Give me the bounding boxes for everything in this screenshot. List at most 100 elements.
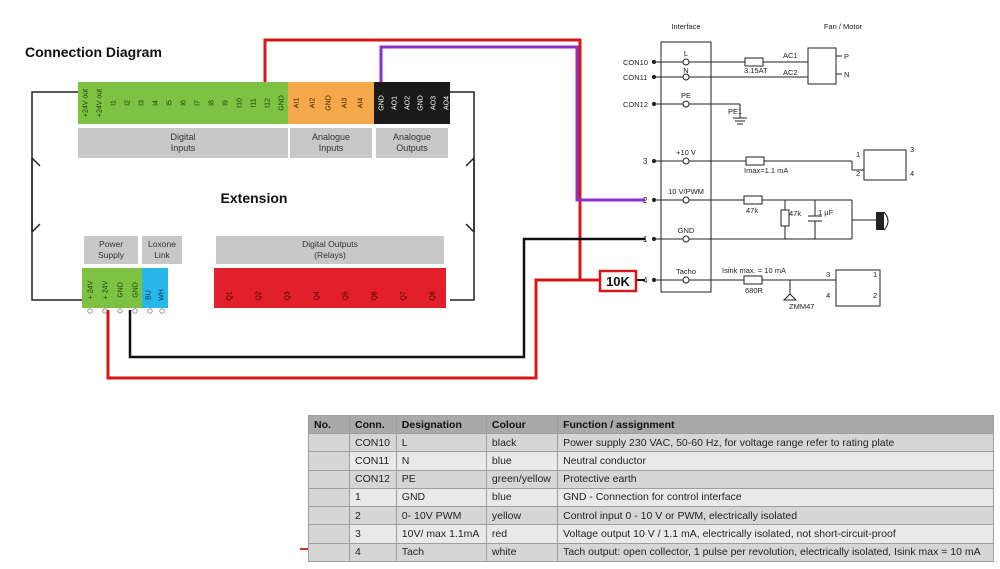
purple-wire-pwm [379, 45, 645, 202]
cell-no [308, 524, 350, 544]
cell-colour: green/yellow [485, 469, 559, 489]
analogue-outputs-label-1: Analogue [393, 132, 431, 142]
terminal-label: I1 [111, 100, 118, 106]
cell-designation: 0- 10V PWM [395, 506, 487, 526]
cell-conn: 2 [349, 506, 397, 526]
cell-designation: PE [395, 469, 487, 489]
interface-header: Interface [671, 22, 700, 31]
header-colour: Colour [485, 415, 559, 434]
terminal-label: AO4 [444, 96, 451, 110]
pin-2: 2 [643, 196, 648, 205]
terminal-label: Q2 [256, 291, 263, 300]
analogue-outputs-label-box [376, 128, 448, 158]
terminal-label: I11 [251, 98, 258, 107]
opto1-pin-1: 1 [856, 150, 860, 159]
opto1-pin-2: 2 [856, 169, 860, 178]
mains-wiring [689, 47, 842, 125]
cell-no [308, 542, 350, 563]
pin-3: 3 [643, 157, 648, 166]
r47k-a-label: 47k [746, 206, 758, 215]
zener-label: ZMM47 [789, 302, 814, 311]
fan-motor-header: Fan / Motor [824, 22, 863, 31]
table-row: 4 Tach white Tach output: open collector… [308, 542, 994, 563]
terminal-label: AI4 [358, 98, 365, 109]
link-block [142, 268, 168, 308]
terminal-label: GND [418, 95, 425, 111]
cell-designation: GND [395, 487, 487, 508]
terminal-label: I6 [181, 100, 188, 106]
opto2-pin-4: 4 [826, 291, 830, 300]
opto2-pin-2: 2 [873, 291, 877, 300]
digital-outputs-label-1: Digital Outputs [302, 239, 358, 249]
power-block [82, 268, 142, 308]
terminal-label: I9 [223, 100, 230, 106]
terminal-label: AO3 [431, 96, 438, 110]
terminal-label: GND [326, 95, 333, 111]
terminal-label: WH [159, 289, 166, 301]
cell-designation: N [395, 451, 487, 471]
connection-table-grid: No. Conn. Designation Colour Function / … [308, 415, 994, 563]
isink-label: Isink max. = 10 mA [722, 266, 786, 275]
terminal-label: AI1 [294, 98, 301, 109]
p-label: P [844, 52, 849, 61]
table-header-row: No. Conn. Designation Colour Function / … [308, 415, 994, 434]
black-wire-gnd [128, 237, 645, 359]
terminal-pwm: 10 V/PWM [668, 187, 704, 196]
table-row: CON12 PE green/yellow Protective earth [308, 469, 994, 489]
terminal-label: I10 [237, 98, 244, 108]
terminal-label: I3 [139, 100, 146, 106]
analogue-inputs-label-2: Inputs [319, 143, 344, 153]
con11-label: CON11 [623, 73, 647, 82]
digital-input-block [78, 82, 288, 124]
opto1-pin-4: 4 [910, 169, 914, 178]
header-function: Function / assignment [557, 415, 994, 434]
cell-colour: white [485, 542, 559, 563]
table-row: 2 0- 10V PWM yellow Control input 0 - 10… [308, 506, 994, 526]
cell-no [308, 487, 350, 508]
cell-colour: black [485, 432, 559, 453]
ac2-label: AC2 [783, 68, 798, 77]
imax-label: Imax=1.1 mA [744, 166, 788, 175]
terminal-label: Q3 [285, 291, 292, 300]
extension-label: Extension [221, 190, 288, 206]
terminal-dots [87, 308, 165, 314]
terminal-label: AO1 [392, 96, 399, 110]
resistor-10k [598, 269, 638, 293]
connection-table: No. Conn. Designation Colour Function / … [308, 415, 994, 563]
opto2-pin-3: 3 [826, 270, 830, 279]
extension-outline [31, 91, 475, 301]
terminal-label: GND [133, 282, 140, 298]
terminal-label: I5 [167, 100, 174, 106]
opto2-pin-1: 1 [873, 270, 877, 279]
power-supply-label-1: Power [99, 239, 123, 249]
ac1-label: AC1 [783, 51, 798, 60]
loxone-link-label-box [142, 236, 182, 264]
terminal-label: AI3 [342, 98, 349, 109]
terminal-label: Q4 [314, 291, 321, 300]
cell-function: Voltage output 10 V / 1.1 mA, electrical… [557, 524, 994, 544]
terminal-label: I12 [265, 98, 272, 108]
cell-function: Tach output: open collector, 1 pulse per… [557, 542, 994, 563]
terminal-label: +24V out [83, 89, 90, 117]
r47k-b-label: 47k [789, 209, 801, 218]
cell-designation: L [395, 432, 487, 453]
cell-no [308, 432, 350, 453]
terminal-label: Q6 [372, 291, 379, 300]
digital-inputs-label-1: Digital [170, 132, 195, 142]
digital-outputs-label-2: (Relays) [314, 250, 346, 260]
pin-1: 1 [643, 235, 648, 244]
con12-label: CON12 [623, 100, 648, 109]
cell-colour: blue [485, 451, 559, 471]
cell-no [308, 506, 350, 526]
analogue-inputs-label-box [290, 128, 372, 158]
header-no: No. [308, 415, 350, 434]
terminal-10v: +10 V [676, 148, 696, 157]
cell-conn: 3 [349, 524, 397, 544]
cell-function: Control input 0 - 10 V or PWM, electrica… [557, 506, 994, 526]
red-wire-tacho [106, 38, 582, 380]
power-supply-label-2: Supply [98, 250, 125, 260]
cell-designation: Tach [395, 542, 487, 563]
cell-function: Protective earth [557, 469, 994, 489]
power-supply-label-box [84, 236, 138, 264]
pe1-label: PE1 [728, 107, 742, 116]
